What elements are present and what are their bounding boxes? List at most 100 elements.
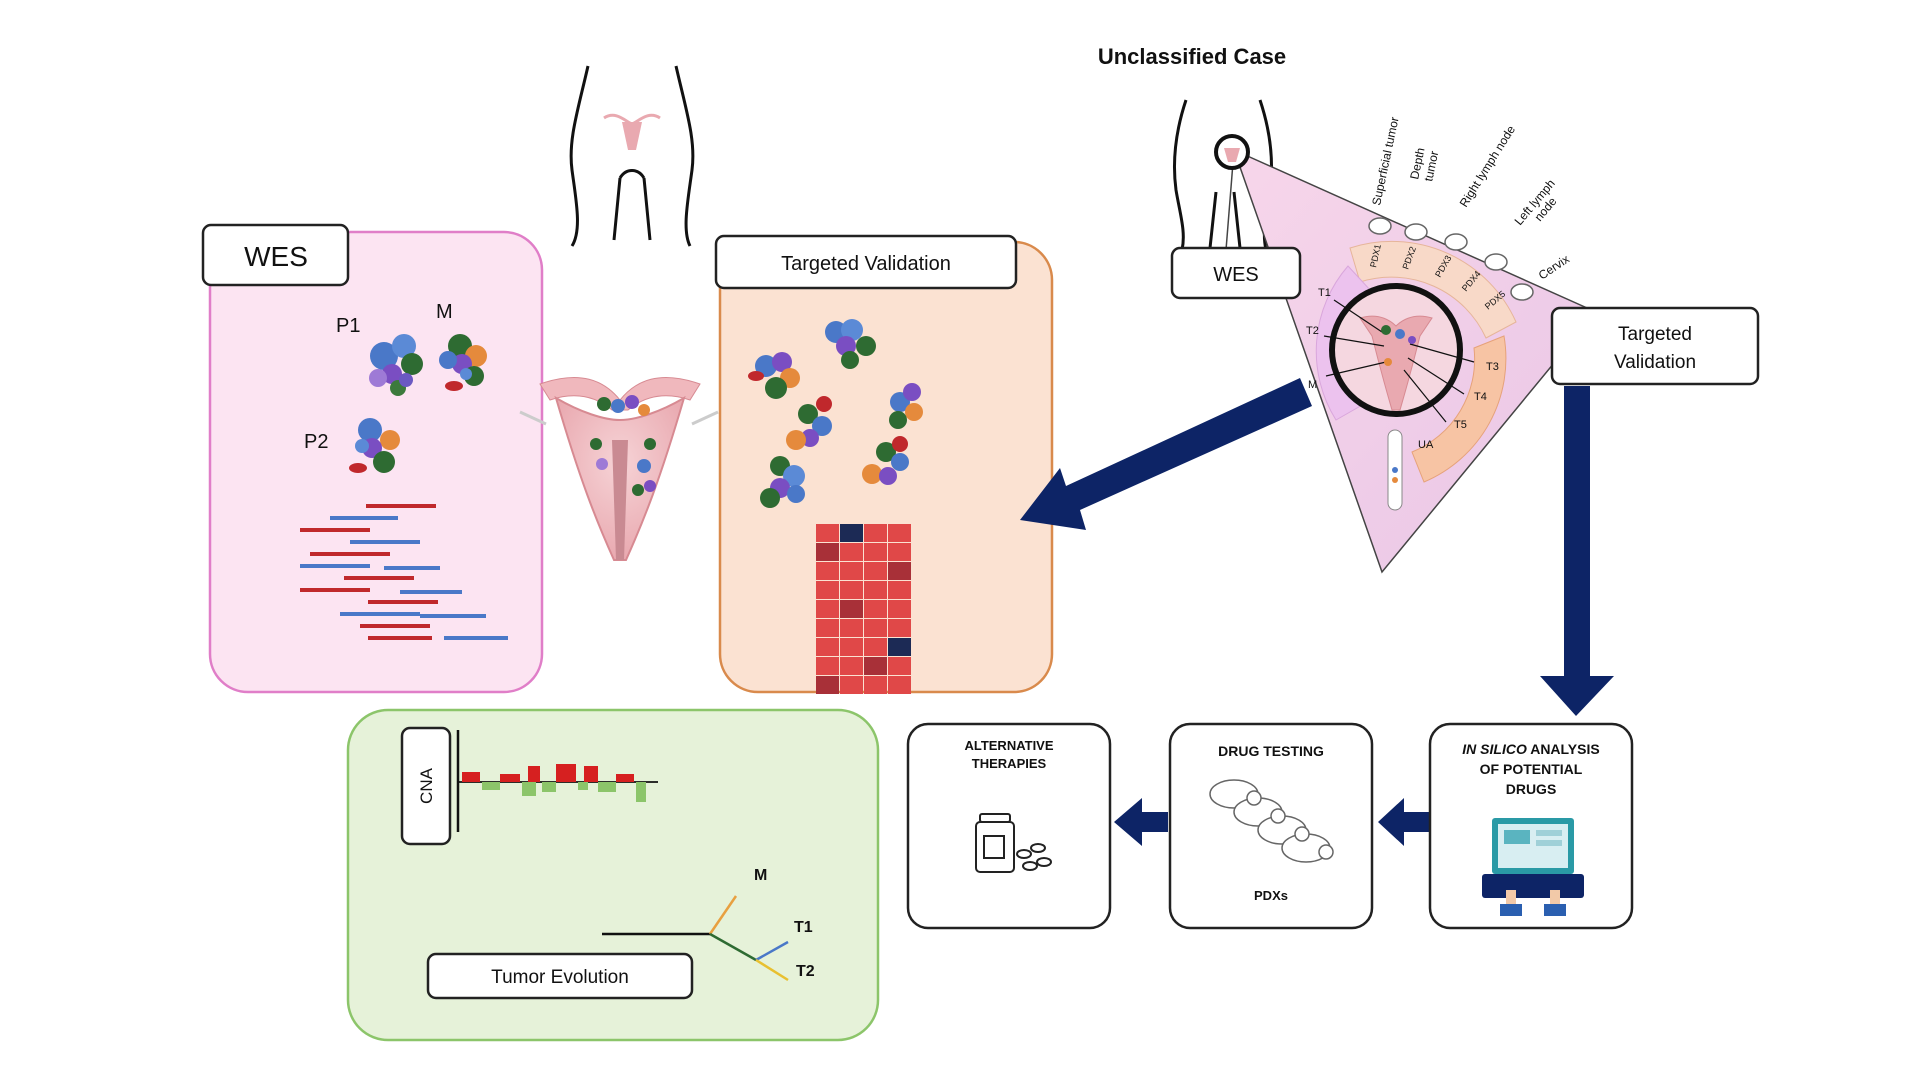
- wes-title: WES: [244, 241, 308, 272]
- case-targeted-box: [1550, 306, 1760, 386]
- mice-icon: [1209, 779, 1334, 863]
- ring-label-t1: T1: [1318, 287, 1331, 299]
- heatmap-cell: [864, 619, 887, 637]
- tree-label-m: M: [754, 867, 767, 884]
- case-targeted-line2: Validation: [1614, 352, 1696, 373]
- cna-bar: [578, 782, 588, 790]
- cna-bar: [584, 766, 598, 782]
- cna-bar: [636, 782, 646, 802]
- heatmap-cell: [888, 562, 911, 580]
- ring-label-t2: T2: [1306, 325, 1319, 337]
- heatmap-cell: [840, 562, 863, 580]
- label-m: M: [436, 301, 453, 323]
- heatmap-cell: [888, 619, 911, 637]
- tree-label-t1: T1: [794, 919, 813, 936]
- heatmap-cell: [816, 581, 839, 599]
- fan-label-superficial: Superficial tumor: [1369, 116, 1401, 207]
- heatmap-cell: [840, 600, 863, 618]
- wes-title-box: [201, 223, 350, 287]
- arrow-drug-to-alternative: [1114, 798, 1168, 846]
- case-targeted-line1: Targeted: [1618, 324, 1692, 345]
- label-p2: P2: [304, 431, 328, 453]
- heatmap-cell: [816, 562, 839, 580]
- heatmap-cell: [840, 619, 863, 637]
- tumor-evolution-panel: CNA M T1 T2 Tumor Evolution: [346, 708, 880, 1042]
- cna-bar: [556, 764, 576, 782]
- heatmap-cell: [816, 619, 839, 637]
- body-silhouette: [569, 65, 695, 247]
- heatmap-cell: [816, 600, 839, 618]
- heatmap-cell: [840, 676, 863, 694]
- fan-label-right-node: Right lymph node: [1457, 123, 1519, 210]
- evolution-tree: [602, 895, 789, 982]
- ring-label-t3: T3: [1486, 361, 1499, 373]
- targeted-title-box: [714, 234, 1018, 290]
- drug-testing-box: DRUG TESTING PDXs: [1168, 722, 1374, 930]
- cna-bar: [528, 766, 540, 782]
- cna-bar: [542, 782, 556, 792]
- cna-bar: [462, 772, 480, 782]
- heatmap-cell: [864, 657, 887, 675]
- case-wes-label: WES: [1213, 264, 1259, 286]
- heatmap-cell: [888, 524, 911, 542]
- heatmap-cell: [816, 657, 839, 675]
- heatmap-cell: [840, 657, 863, 675]
- ring-label-t5: T5: [1454, 419, 1467, 431]
- heatmap-cell: [864, 562, 887, 580]
- cna-bar: [598, 782, 616, 792]
- central-uterus-illustration: [519, 377, 719, 561]
- fan-label-cervix: Cervix: [1536, 252, 1572, 283]
- cna-bar: [616, 774, 634, 782]
- tumor-evolution-label: Tumor Evolution: [491, 967, 629, 988]
- insilico-line2: OF POTENTIAL: [1480, 761, 1583, 777]
- alternative-line2: THERAPIES: [972, 756, 1047, 771]
- small-uterus-icon: [603, 113, 661, 150]
- fan-label-depth-1: Depth: [1407, 146, 1427, 180]
- ring-label-m: M: [1308, 379, 1317, 391]
- pdx-mice-icons: [1368, 217, 1534, 301]
- heatmap-cell: [840, 581, 863, 599]
- alternative-line1: ALTERNATIVE: [964, 738, 1053, 753]
- heatmap-cell: [840, 524, 863, 542]
- heatmap-cell: [840, 638, 863, 656]
- heatmap-cell: [816, 543, 839, 561]
- heatmap-cell: [888, 638, 911, 656]
- heatmap-cell: [888, 676, 911, 694]
- heatmap-cell: [816, 676, 839, 694]
- arrow-insilico-to-drug: [1378, 798, 1430, 846]
- insilico-italic: IN SILICO: [1462, 741, 1527, 757]
- targeted-cell-clusters: [748, 319, 923, 508]
- pill-bottle-icon: [975, 813, 1052, 873]
- sequencing-reads: [300, 504, 508, 640]
- tree-label-t2: T2: [796, 963, 815, 980]
- heatmap-cell: [864, 638, 887, 656]
- laptop-icon: [1482, 818, 1584, 916]
- label-p1: P1: [336, 315, 360, 337]
- cna-bar: [500, 774, 520, 782]
- cna-label: CNA: [417, 767, 436, 804]
- heatmap-cell: [840, 543, 863, 561]
- arrow-to-targeted: [1020, 378, 1312, 530]
- heatmap-cell: [816, 524, 839, 542]
- fan-label-depth-2: tumor: [1421, 150, 1441, 183]
- insilico-rest: ANALYSIS: [1527, 741, 1600, 757]
- cna-bar: [522, 782, 536, 796]
- heatmap-cell: [864, 600, 887, 618]
- cna-profile: [462, 764, 646, 802]
- heatmap-cell: [816, 638, 839, 656]
- cna-label-box: [400, 726, 452, 846]
- pdx-label: PDX1: [1368, 243, 1383, 268]
- insilico-line3: DRUGS: [1506, 781, 1557, 797]
- cell-cluster-m: [439, 334, 487, 391]
- magnified-lines: [1323, 299, 1475, 423]
- heatmap-cell: [864, 543, 887, 561]
- targeted-title: Targeted Validation: [781, 253, 951, 275]
- heatmap-cell: [864, 581, 887, 599]
- uterus-cells: [590, 395, 656, 496]
- unclassified-case-section: Superficial tumor Depth tumor Right lymp…: [1170, 99, 1760, 574]
- heatmap-cell: [888, 543, 911, 561]
- pdxs-label: PDXs: [1254, 888, 1288, 903]
- case-wes-box: [1170, 246, 1302, 300]
- cna-bar: [482, 782, 500, 790]
